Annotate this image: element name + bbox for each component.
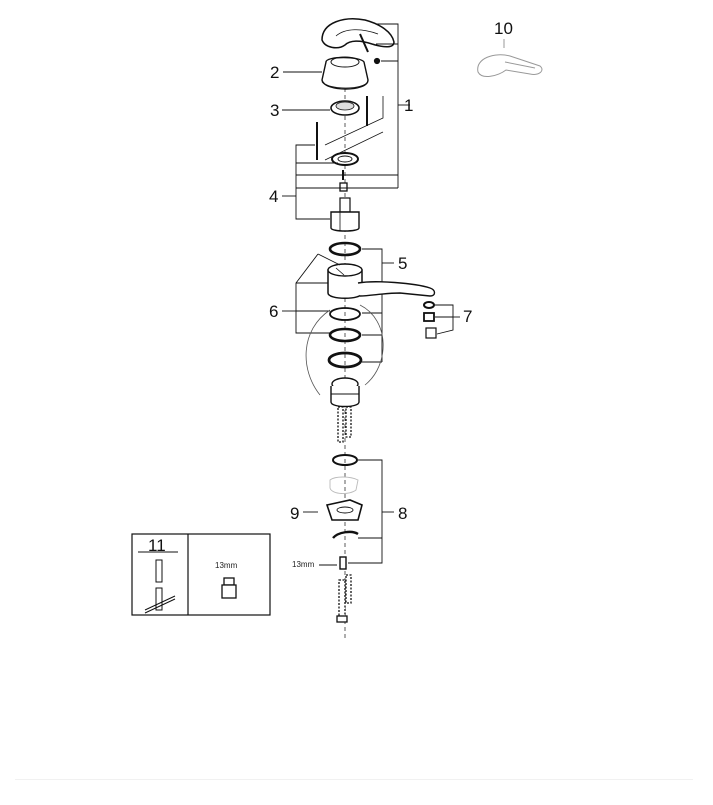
callout-11: 11 — [148, 536, 166, 555]
base-studs-icon — [330, 377, 360, 443]
nut-size-label: 13mm — [292, 560, 315, 569]
adapter-icon — [282, 96, 384, 161]
callout-9: 9 — [290, 504, 300, 523]
callout-2: 2 — [270, 63, 280, 82]
callout-1-bracket — [376, 23, 410, 188]
callout-4-bracket — [282, 144, 398, 220]
lever-handle-icon — [321, 18, 395, 65]
callout-8: 8 — [398, 504, 408, 523]
tool-box-frame — [131, 533, 271, 616]
wrench-size-label: 13mm — [215, 561, 238, 570]
cap-icon — [283, 56, 369, 90]
faucet-body-spout-icon — [327, 263, 436, 299]
bottom-divider — [15, 779, 693, 780]
assembly-arc-right — [359, 304, 384, 386]
mounting-kit-icon — [325, 454, 363, 623]
wrench-nut-icon — [221, 577, 237, 599]
callout-7: 7 — [463, 307, 473, 326]
seal-rings-icon — [327, 307, 382, 369]
callout-1: 1 — [404, 96, 414, 115]
callout-6: 6 — [269, 302, 279, 321]
aerator-icon — [423, 301, 460, 339]
callout-5: 5 — [398, 254, 408, 273]
callout-3: 3 — [270, 101, 280, 120]
o-ring-top-icon — [328, 241, 394, 362]
callout-8-bracket — [303, 459, 394, 566]
socket-wrench-icon — [144, 559, 176, 614]
callout-6-bracket — [282, 253, 341, 334]
replacement-handle-icon — [477, 39, 543, 77]
cartridge-group-icon — [330, 152, 360, 232]
assembly-arc — [305, 309, 331, 396]
callout-4: 4 — [269, 187, 279, 206]
callout-10: 10 — [494, 19, 513, 38]
